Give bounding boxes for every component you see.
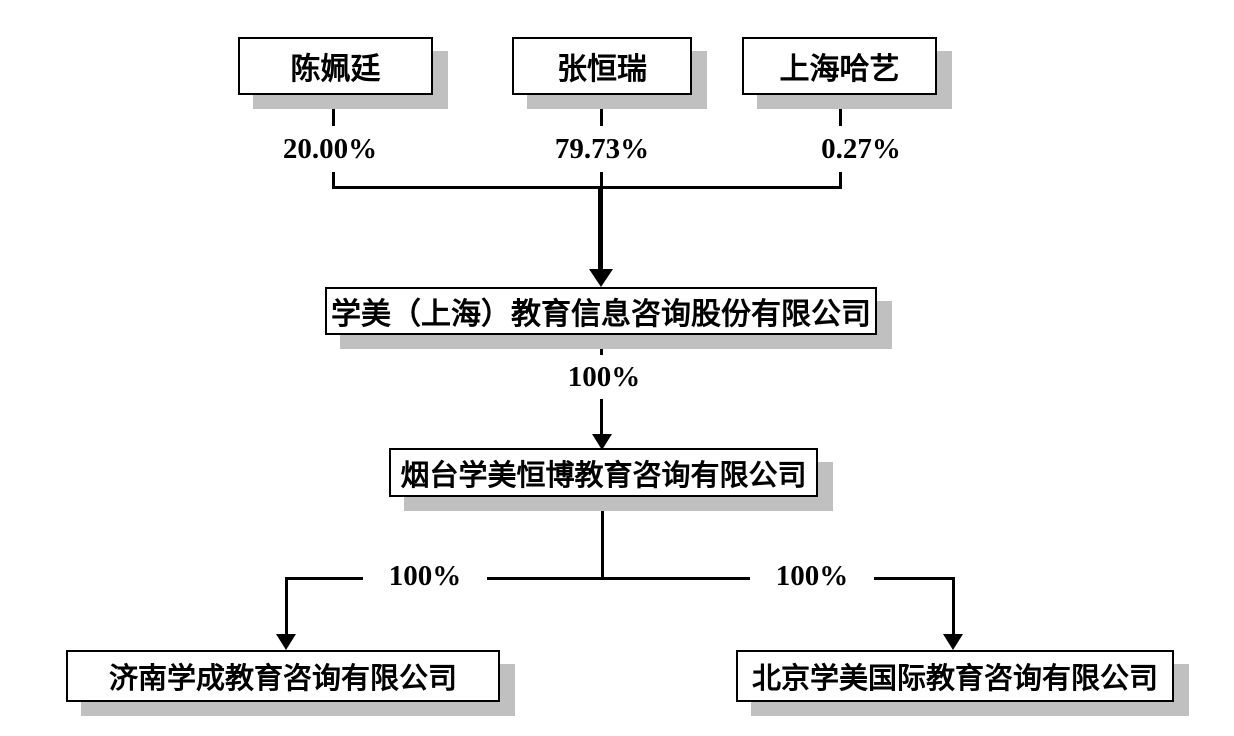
arrowhead-down-subsidiary-icon [592, 434, 612, 450]
connector-branch-right-drop-line [952, 577, 955, 635]
node-shareholder-zhanghengrui: 张恒瑞 [512, 37, 692, 95]
node-label: 北京学美国际教育咨询有限公司 [751, 663, 1158, 695]
connector-branch-bus-line [285, 577, 955, 580]
ownership-pct-shareholder1: 20.00% [268, 126, 392, 172]
connector-subsidiary-down-line [601, 497, 604, 580]
node-company-xuemei-shanghai: 学美（上海）教育信息咨询股份有限公司 [325, 287, 877, 335]
ownership-pct-right-branch: 100% [750, 554, 874, 598]
ownership-pct-shareholder3: 0.27% [808, 126, 914, 172]
arrowhead-down-left-branch-icon [276, 634, 296, 650]
node-subsidiary-yantai: 烟台学美恒博教育咨询有限公司 [389, 448, 818, 497]
arrowhead-down-company-icon [589, 269, 613, 287]
ownership-pct-company-to-subsidiary: 100% [556, 355, 652, 399]
arrowhead-down-right-branch-icon [943, 634, 963, 650]
node-branch-beijing: 北京学美国际教育咨询有限公司 [736, 650, 1174, 702]
node-branch-jinan: 济南学成教育咨询有限公司 [66, 650, 500, 702]
connector-bus-to-company-line [598, 186, 603, 270]
connector-top-bus-line [332, 186, 842, 189]
node-label: 陈姵廷 [290, 53, 381, 86]
node-shareholder-chenpeiting: 陈姵廷 [238, 37, 433, 95]
node-label: 上海哈艺 [779, 53, 900, 86]
ownership-pct-shareholder2: 79.73% [540, 126, 664, 172]
node-label: 济南学成教育咨询有限公司 [108, 663, 457, 695]
node-label: 张恒瑞 [557, 53, 647, 86]
node-label: 烟台学美恒博教育咨询有限公司 [400, 459, 807, 492]
node-label: 学美（上海）教育信息咨询股份有限公司 [331, 298, 871, 331]
ownership-pct-left-branch: 100% [363, 554, 487, 598]
node-shareholder-shanghaihayi: 上海哈艺 [742, 37, 937, 95]
connector-branch-left-drop-line [285, 577, 288, 635]
